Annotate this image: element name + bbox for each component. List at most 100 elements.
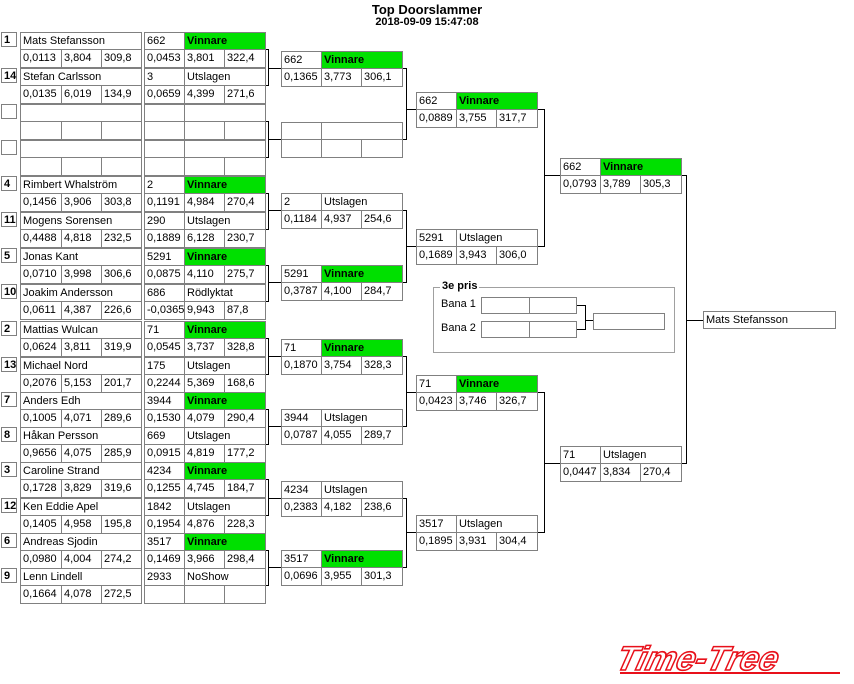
round1-result[interactable]: [144, 104, 266, 140]
result-label: Vinnare: [185, 393, 265, 410]
seed-badge: 13: [1, 357, 17, 372]
car-number: 2933: [145, 569, 185, 586]
stat-v2: 270,4: [227, 196, 255, 208]
stat-t2: 4,055: [322, 427, 362, 444]
stat-v2: [362, 140, 402, 157]
page-datetime: 2018-09-09 15:47:08: [375, 16, 479, 28]
seed-badge: 9: [1, 568, 17, 583]
round2-result[interactable]: [281, 122, 403, 158]
car-number: 3517: [282, 551, 322, 568]
stat-rt: 0,1405: [21, 516, 62, 533]
stat-t2: 4,182: [322, 499, 362, 516]
stat-rt: 0,4488: [21, 230, 62, 247]
result-label: Vinnare: [322, 266, 402, 283]
car-number: [145, 141, 185, 158]
stat-sixty: 6,019: [62, 86, 102, 103]
stat-sixty: [62, 122, 102, 139]
result-label: Utslagen: [185, 69, 265, 86]
seed-badge: 6: [1, 533, 17, 548]
stat-v2: 298,4: [227, 553, 255, 565]
stat-speed: 309,8: [104, 52, 132, 64]
stat-sixty: 4,071: [62, 410, 102, 427]
driver-name: Ken Eddie Apel: [21, 499, 141, 516]
driver-name: Stefan Carlsson: [21, 69, 141, 86]
lane2-label: Bana 2: [441, 322, 476, 334]
stat-t2: [322, 140, 362, 157]
stat-sixty: 3,811: [62, 339, 102, 356]
third-place-result[interactable]: [593, 313, 665, 330]
stat-t2: 4,984: [185, 194, 225, 211]
driver-name: Joakim Andersson: [21, 285, 141, 302]
stat-speed: 232,5: [104, 232, 132, 244]
stat-et: 0,1889: [145, 230, 185, 247]
stat-speed: 306,6: [104, 268, 132, 280]
stat-t2: 3,754: [322, 357, 362, 374]
stat-v2: [225, 122, 265, 139]
champion-name: Mats Stefansson: [706, 314, 788, 326]
driver-card[interactable]: [20, 140, 142, 176]
stat-v2: 275,7: [227, 268, 255, 280]
third-lane1-box[interactable]: [481, 297, 577, 314]
stat-et: 0,1530: [145, 410, 185, 427]
round1-result[interactable]: [144, 140, 266, 176]
champion-box[interactable]: Mats Stefansson: [703, 311, 836, 329]
driver-name: Lenn Lindell: [21, 569, 141, 586]
driver-card[interactable]: [20, 104, 142, 140]
car-number: 290: [145, 213, 185, 230]
seed-badge: 10: [1, 284, 17, 299]
stat-speed: 303,8: [104, 196, 132, 208]
stat-v2: 254,6: [364, 213, 392, 225]
car-number: 1842: [145, 499, 185, 516]
stat-t2: 3,943: [457, 247, 497, 264]
stat-v2: 326,7: [499, 395, 527, 407]
seed-badge: 7: [1, 392, 17, 407]
stat-t2: 3,773: [322, 69, 362, 86]
third-lane2-box[interactable]: [481, 321, 577, 338]
stat-sixty: 3,804: [62, 50, 102, 67]
stat-rt: 0,0113: [21, 50, 62, 67]
stat-et: 0,1469: [145, 551, 185, 568]
